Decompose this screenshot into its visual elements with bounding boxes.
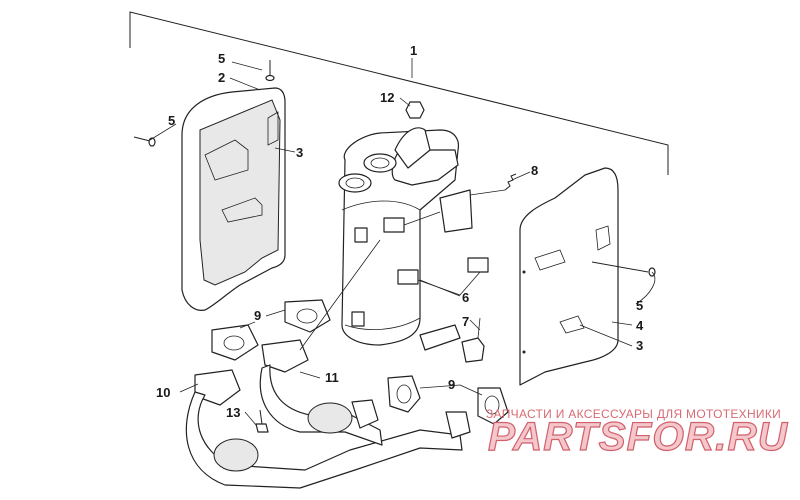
callout-6: 6: [462, 290, 469, 305]
callout-10: 10: [156, 385, 170, 400]
fastener-left: [133, 136, 156, 147]
bolt: [255, 409, 269, 433]
callout-3-left: 3: [296, 145, 303, 160]
assembly-bracket: [129, 11, 669, 175]
leader-lines: [149, 61, 656, 426]
callout-7: 7: [462, 314, 469, 329]
callout-13: 13: [226, 405, 240, 420]
gasket-lower-b: [477, 387, 509, 425]
callout-9-lower: 9: [448, 377, 455, 392]
callout-2: 2: [218, 70, 225, 85]
rubber-mount: [461, 317, 485, 363]
watermark-subtitle: ЗАПЧАСТИ И АКСЕССУАРЫ ДЛЯ МОТОТЕХНИКИ: [486, 407, 781, 421]
callout-11: 11: [325, 370, 339, 385]
callout-5-left: 5: [168, 113, 175, 128]
left-heat-shield: [181, 87, 286, 311]
callout-9-upper: 9: [254, 308, 261, 323]
callout-4: 4: [636, 318, 644, 333]
callout-3-right: 3: [636, 338, 643, 353]
callout-5-right: 5: [636, 298, 643, 313]
muffler: [338, 127, 461, 351]
nut: [405, 101, 425, 119]
gasket-mid: [211, 324, 259, 361]
callout-8: 8: [531, 163, 538, 178]
callout-12: 12: [380, 90, 394, 105]
grommet-group: [383, 189, 489, 296]
spring: [469, 173, 517, 196]
header-pipe: [185, 339, 471, 489]
right-heat-shield: [519, 167, 619, 386]
callout-1: 1: [410, 43, 417, 58]
gasket-lower-a: [387, 375, 421, 413]
fastener-top-left: [265, 60, 275, 82]
callout-5-top: 5: [218, 51, 225, 66]
gasket-upper: [284, 299, 331, 333]
watermark-logo: PARTSFOR.RU: [488, 415, 788, 459]
